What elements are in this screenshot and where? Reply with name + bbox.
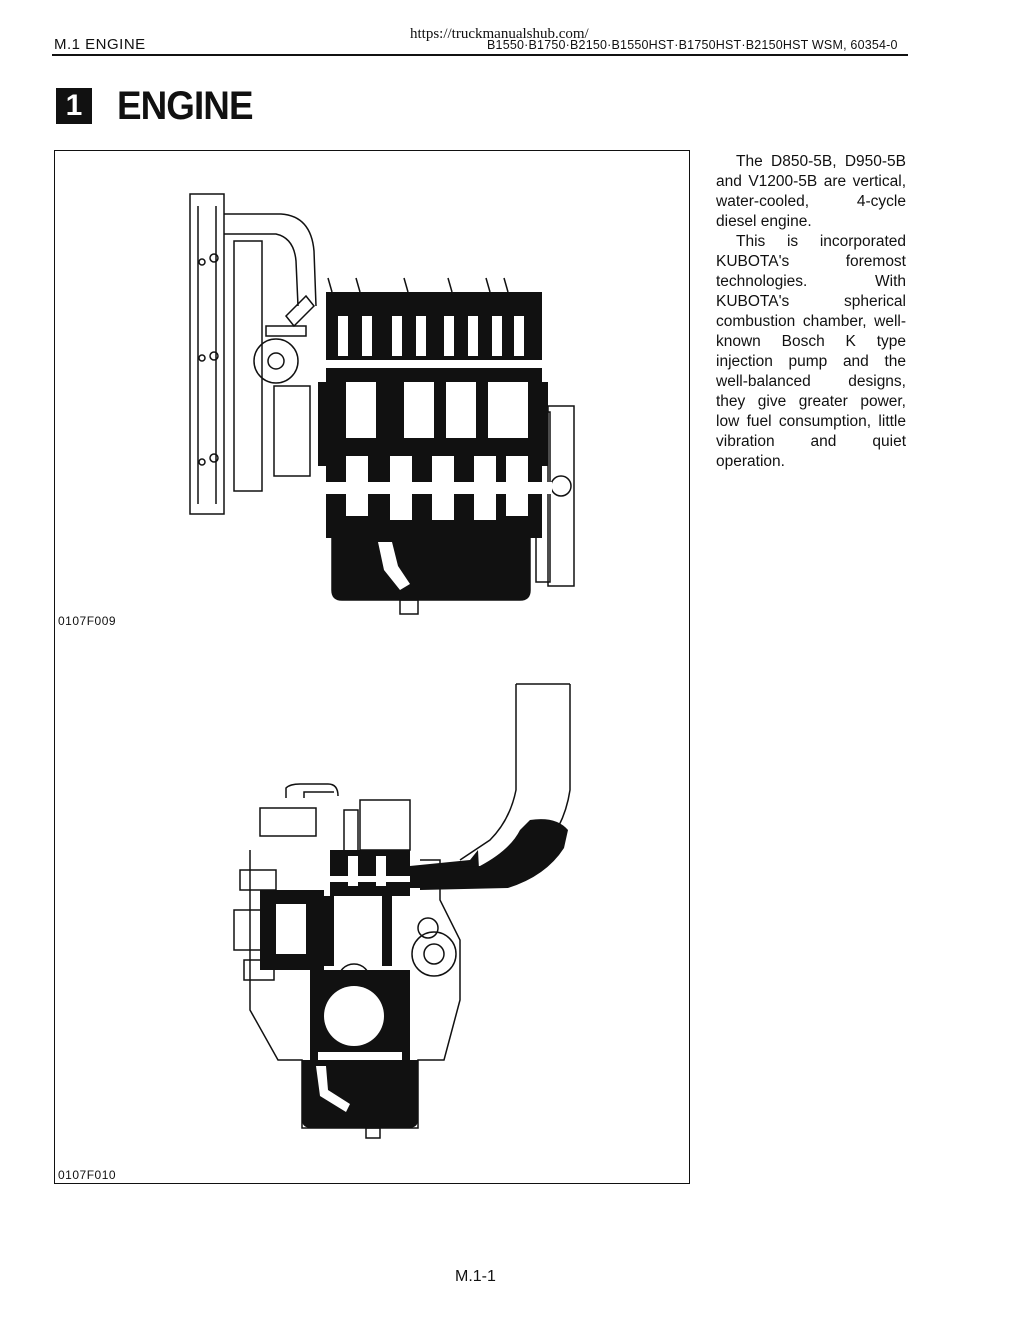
section-title: ENGINE xyxy=(117,84,253,128)
engine-front-cutaway-icon xyxy=(189,193,575,615)
exhaust-pipe-icon xyxy=(420,683,571,890)
header-section-label: M.1 ENGINE xyxy=(54,36,146,53)
description-paragraph-2: This is incorporated KUBOTA's foremost t… xyxy=(716,233,906,470)
header-models: B1550·B1750·B2150·B1550HST·B1750HST·B215… xyxy=(487,38,898,52)
engine-side-cutaway-icon xyxy=(233,783,480,1139)
page-number: M.1-1 xyxy=(455,1268,496,1285)
figure-frame xyxy=(54,150,690,1184)
header-url[interactable]: https://truckmanualshub.com/ xyxy=(410,26,589,42)
figure-2-code: 0107F010 xyxy=(58,1168,117,1182)
description-paragraph-1: The D850-5B, D950-5B and V1200-5B are ve… xyxy=(716,153,906,230)
engine-description: The D850-5B, D950-5B and V1200-5B are ve… xyxy=(716,152,906,472)
figure-1-code: 0107F009 xyxy=(58,614,117,628)
section-number-badge: 1 xyxy=(56,88,92,124)
header-rule xyxy=(52,54,908,56)
